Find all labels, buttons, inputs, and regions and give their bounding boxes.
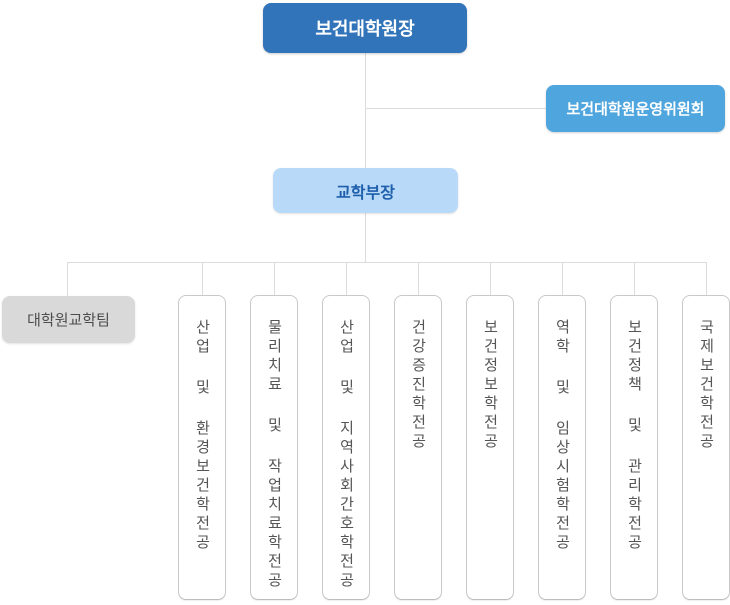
director-label: 보건대학원장 bbox=[315, 19, 415, 40]
connector-drop-major-5 bbox=[490, 262, 491, 295]
major-box: 산업 및 지역사회간호학전공 bbox=[322, 295, 370, 600]
connector-drop-major-1 bbox=[202, 262, 203, 295]
academic-dean-label: 교학부장 bbox=[336, 182, 395, 202]
admin-team-box: 대학원교학팀 bbox=[2, 296, 135, 343]
major-box: 국제보건학전공 bbox=[682, 295, 730, 600]
connector-bus bbox=[67, 262, 706, 263]
major-label: 산업 및 환경보건학전공 bbox=[193, 319, 212, 553]
connector-drop-major-2 bbox=[274, 262, 275, 295]
major-label: 보건정책 및 관리학전공 bbox=[625, 319, 644, 553]
major-label: 산업 및 지역사회간호학전공 bbox=[337, 319, 356, 591]
connector-drop-major-7 bbox=[634, 262, 635, 295]
major-label: 역학 및 임상시험학전공 bbox=[553, 319, 572, 553]
connector-dean-to-bus bbox=[365, 213, 366, 262]
connector-drop-major-6 bbox=[562, 262, 563, 295]
major-label: 국제보건학전공 bbox=[697, 319, 716, 452]
major-box: 건강증진학전공 bbox=[394, 295, 442, 600]
connector-to-committee bbox=[365, 108, 546, 109]
major-box: 물리치료 및 작업치료학전공 bbox=[250, 295, 298, 600]
admin-team-label: 대학원교학팀 bbox=[27, 311, 110, 329]
director-box: 보건대학원장 bbox=[263, 3, 467, 53]
major-box: 보건정책 및 관리학전공 bbox=[610, 295, 658, 600]
committee-box: 보건대학원운영위원회 bbox=[546, 85, 725, 132]
connector-root-to-dean bbox=[365, 53, 366, 168]
major-label: 건강증진학전공 bbox=[409, 319, 428, 452]
major-label: 보건정보학전공 bbox=[481, 319, 500, 452]
connector-drop-major-3 bbox=[346, 262, 347, 295]
major-box: 역학 및 임상시험학전공 bbox=[538, 295, 586, 600]
connector-drop-team bbox=[67, 262, 68, 296]
connector-drop-major-8 bbox=[706, 262, 707, 295]
major-label: 물리치료 및 작업치료학전공 bbox=[265, 319, 284, 591]
committee-label: 보건대학원운영위원회 bbox=[566, 100, 705, 118]
major-box: 보건정보학전공 bbox=[466, 295, 514, 600]
major-box: 산업 및 환경보건학전공 bbox=[178, 295, 226, 600]
academic-dean-box: 교학부장 bbox=[273, 168, 458, 213]
connector-drop-major-4 bbox=[418, 262, 419, 295]
